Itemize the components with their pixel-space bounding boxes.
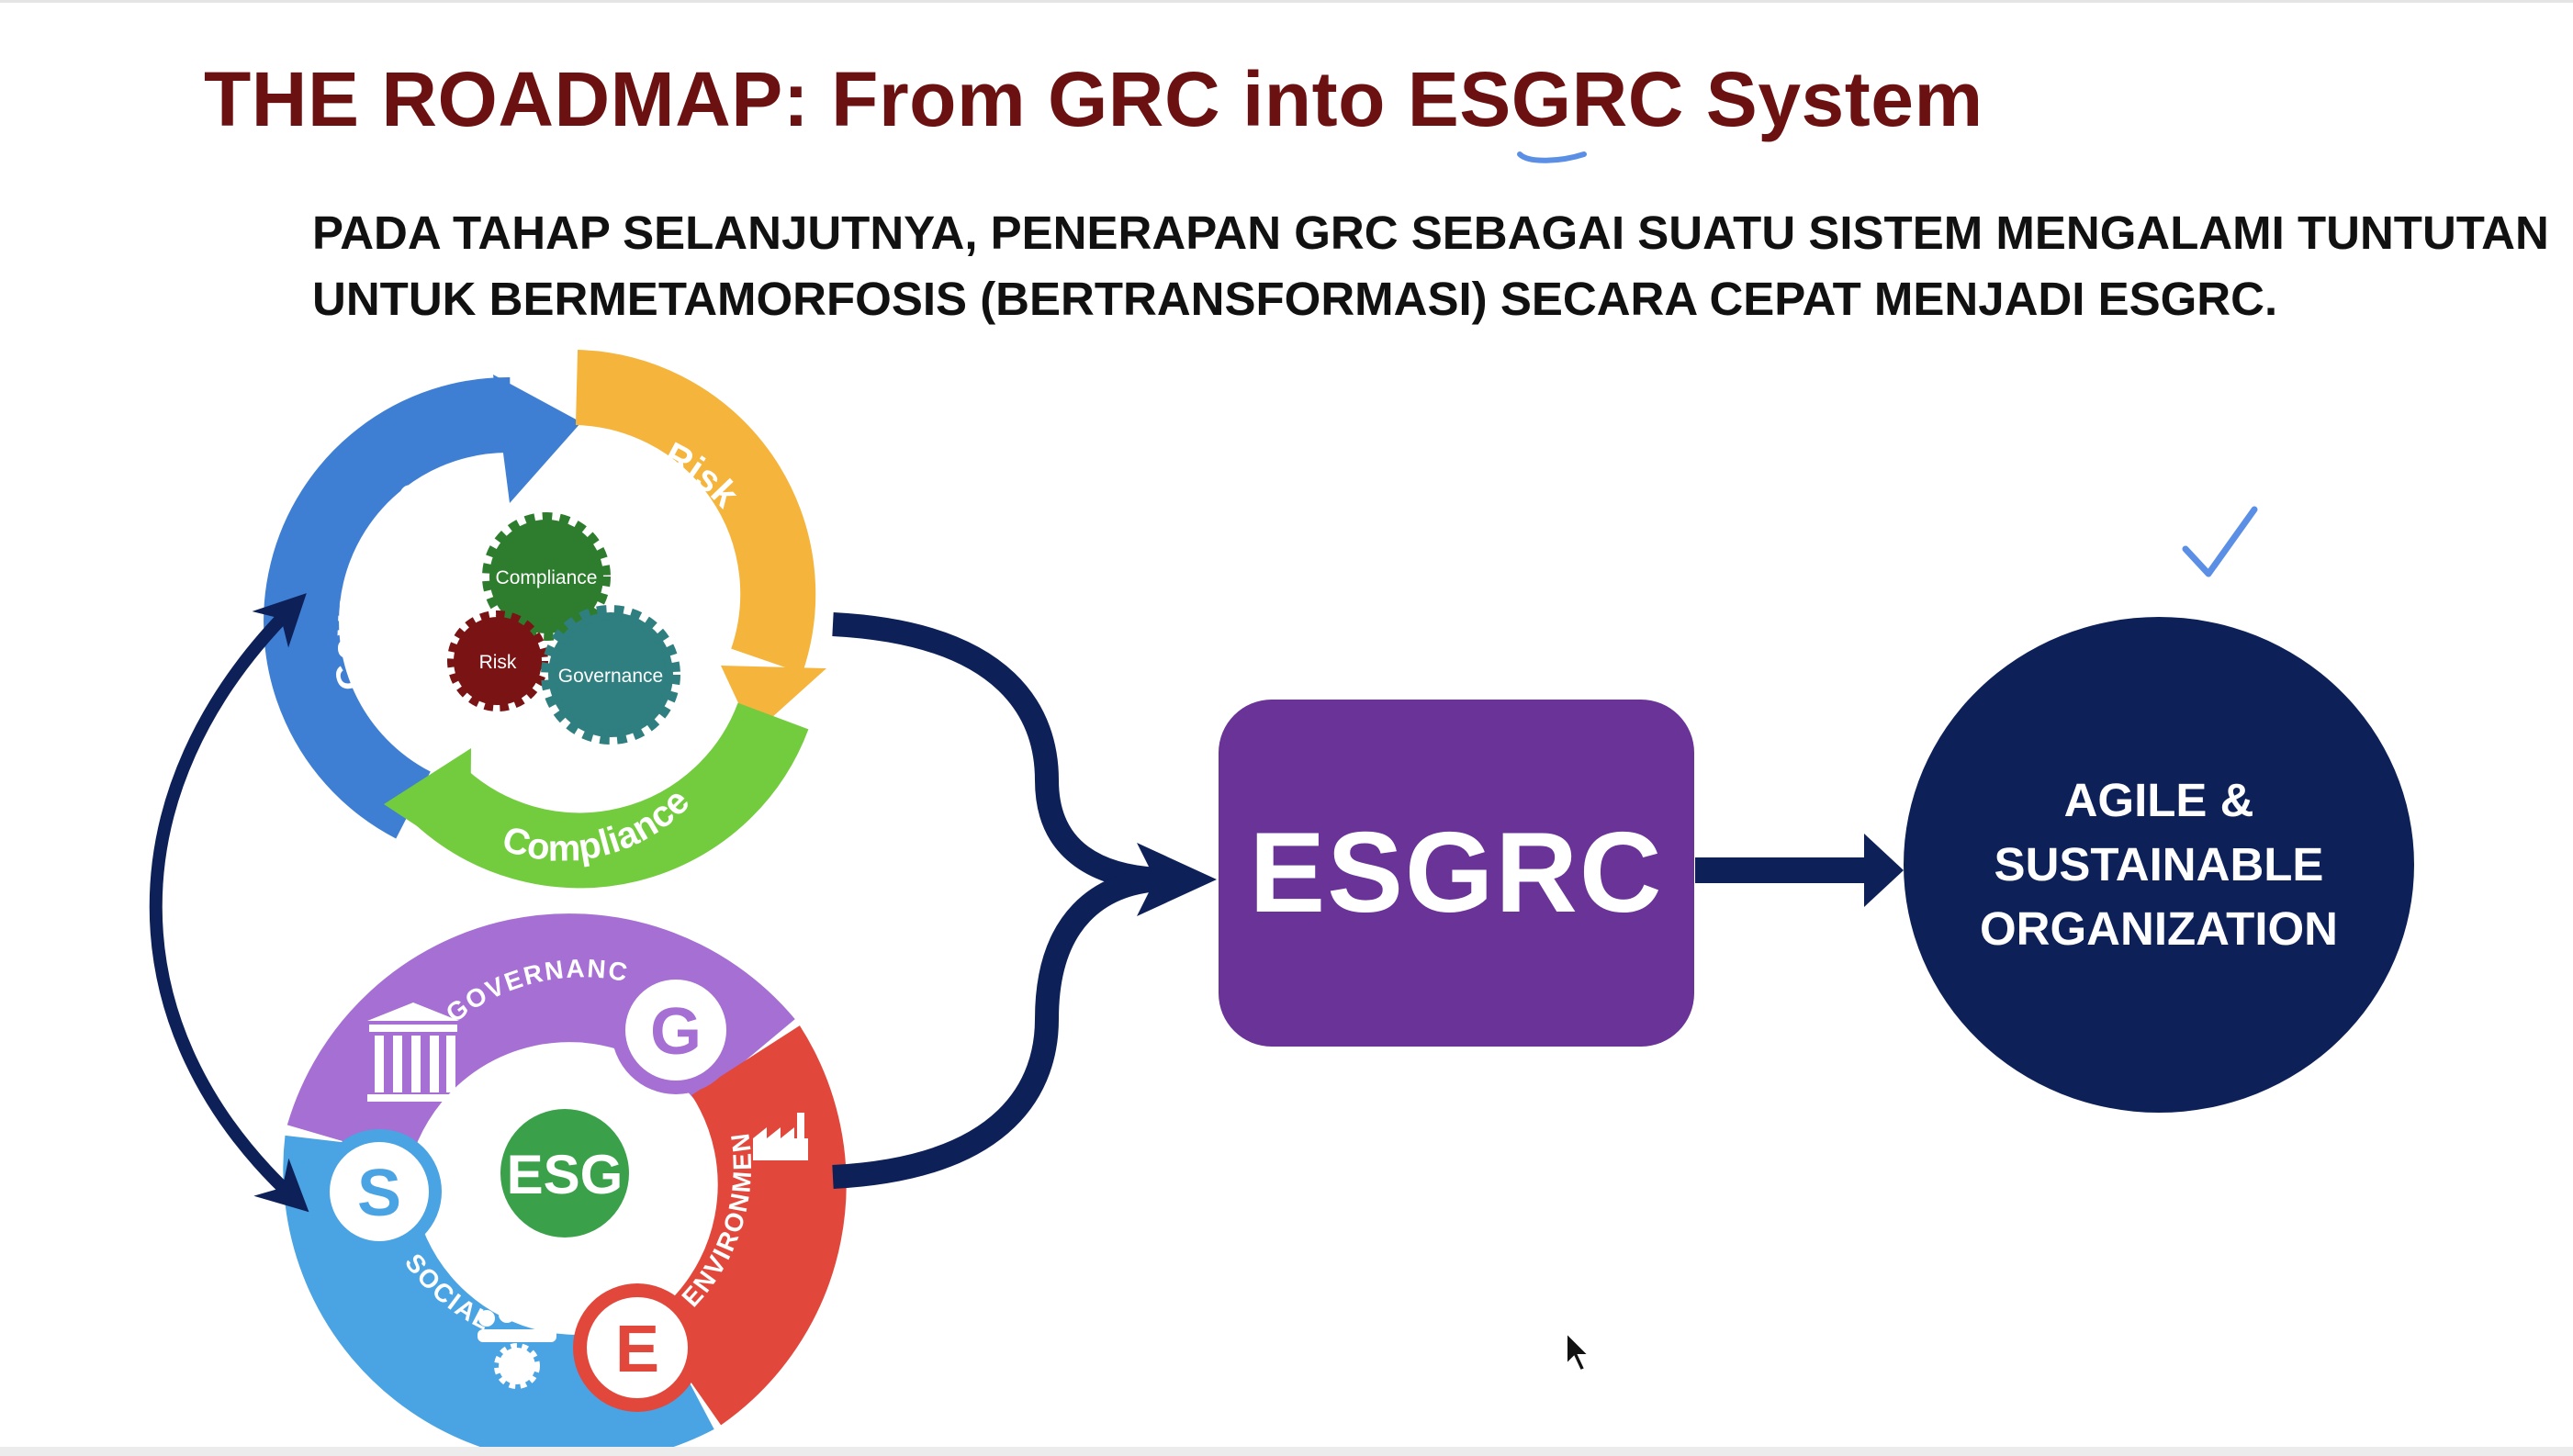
arrow-esgrc-to-outcome-shaft [1695,857,1870,883]
outcome-line-2: SUSTAINABLE [1994,838,2324,890]
gear-compliance-label: Compliance [496,567,598,588]
bottom-edge [0,1447,2573,1456]
esg-center-label: ESG [507,1144,624,1205]
outcome-line-1: AGILE & [2063,774,2254,826]
gear-risk: Risk [447,610,548,711]
mouse-cursor-icon [1566,1330,1591,1372]
gear-governance-label: Governance [558,666,663,687]
esg-letter-s: S [357,1157,401,1230]
grc-arc-governance [264,376,511,839]
esg-segment-environment [646,1025,847,1426]
esgrc-box: ESGRC [1219,700,1694,1047]
esg-letter-g: G [650,995,702,1069]
bidirectional-arrow [149,593,309,1213]
institution-icon [367,1002,459,1102]
checkmark-icon [2182,506,2258,577]
pen-underline-mark [1517,151,1587,163]
esg-center-circle [500,1109,629,1238]
esg-wheel: ESG G S E GOVERNANCE SOCIAL ENVIRONMENT [0,0,847,1456]
grc-arc-compliance [415,702,809,889]
outcome-line-3: ORGANIZATION [1979,902,2339,955]
esgrc-label: ESGRC [1249,810,1664,936]
arrow-grc-to-esgrc [832,612,1160,891]
connector-arrows [149,593,1904,1213]
arrowhead-into-esgrc [1137,843,1217,916]
gear-risk-label: Risk [479,652,517,673]
grc-arc-risk [575,350,816,674]
top-edge [0,0,2573,3]
grc-arrowhead-governance [493,375,581,503]
factory-icon [753,1113,808,1160]
esg-letter-e: E [615,1313,659,1386]
page-title: THE ROADMAP: From GRC into ESGRC System [204,56,1983,142]
people-gear-icon [478,1306,556,1389]
arrow-esgrc-to-outcome-head [1864,834,1904,907]
subtitle-line-2: UNTUK BERMETAMORFOSIS (BERTRANSFORMASI) … [312,273,2278,325]
arrow-esg-to-esgrc [832,868,1161,1189]
grc-cycle: Governance Risk Compliance Compliance Ri… [264,350,826,889]
outcome-circle: AGILE & SUSTAINABLE ORGANIZATION [1904,617,2414,1113]
gear-compliance: Compliance [482,512,611,641]
gear-governance: Governance [541,605,680,745]
grc-arrowhead-compliance [384,748,471,861]
subtitle-line-1: PADA TAHAP SELANJUTNYA, PENERAPAN GRC SE… [312,207,2549,259]
outcome-label: AGILE & SUSTAINABLE ORGANIZATION [1957,768,2361,961]
subtitle: PADA TAHAP SELANJUTNYA, PENERAPAN GRC SE… [312,200,2549,332]
